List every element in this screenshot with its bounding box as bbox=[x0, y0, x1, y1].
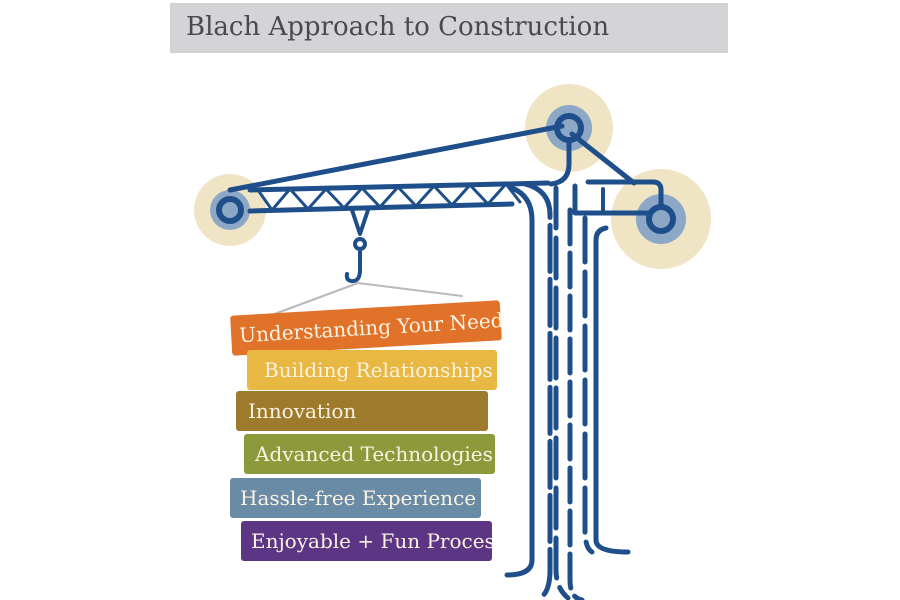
joint-glows bbox=[194, 84, 711, 269]
joint-pins bbox=[216, 113, 676, 234]
block-label: Innovation bbox=[248, 399, 357, 423]
block-label: Enjoyable + Fun Process bbox=[251, 529, 492, 553]
hook-arm bbox=[350, 208, 370, 236]
upper-cable bbox=[227, 123, 565, 193]
hook-pulley bbox=[353, 237, 367, 251]
page-title: Blach Approach to Construction bbox=[186, 12, 610, 42]
mast-connector bbox=[548, 137, 572, 187]
hook-icon bbox=[344, 250, 362, 284]
block-hassle-free-experience: Hassle-free Experience bbox=[230, 478, 481, 518]
mast-strand-6 bbox=[593, 225, 631, 555]
mast-strand-3 bbox=[553, 185, 571, 600]
block-advanced-technologies: Advanced Technologies bbox=[244, 434, 495, 474]
right-joint-ring bbox=[636, 194, 686, 244]
mast-strand-1 bbox=[504, 185, 535, 578]
block-label: Advanced Technologies bbox=[255, 442, 493, 466]
block-label: Hassle-free Experience bbox=[240, 486, 477, 510]
mast-strand-5 bbox=[582, 215, 595, 555]
sling-cables bbox=[260, 282, 463, 320]
back-cable bbox=[569, 131, 637, 186]
jib-truss bbox=[256, 182, 522, 212]
left-joint-pin bbox=[216, 196, 244, 224]
block-label: Understanding Your Needs bbox=[238, 307, 502, 348]
block-enjoyable-fun-process: Enjoyable + Fun Process bbox=[241, 521, 492, 561]
right-joint-pin bbox=[646, 204, 676, 234]
title-bar: Blach Approach to Construction bbox=[170, 3, 728, 53]
block-building-relationships: Building Relationships bbox=[247, 350, 497, 390]
block-label: Building Relationships bbox=[264, 358, 493, 382]
left-joint-ring bbox=[210, 190, 250, 230]
mast-strand-4 bbox=[567, 207, 585, 600]
crane-structure bbox=[227, 123, 664, 600]
block-innovation: Innovation bbox=[236, 391, 488, 431]
mast-strand-2 bbox=[522, 181, 553, 600]
top-joint-pin bbox=[554, 113, 584, 143]
